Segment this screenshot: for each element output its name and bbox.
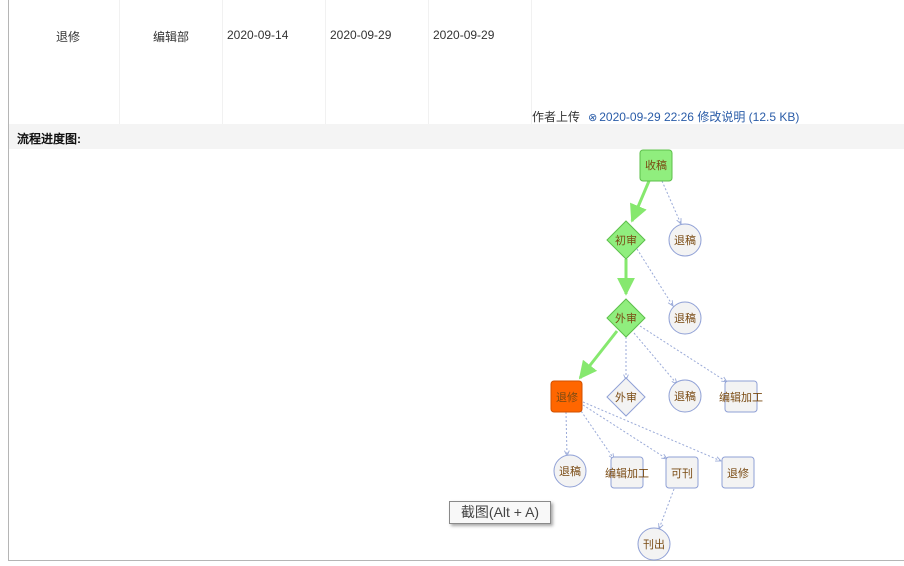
flow-node-edit-process[interactable]: 编辑加工 — [719, 380, 763, 413]
flow-node-reject-1[interactable]: 退稿 — [668, 223, 702, 257]
table-cell-date-3: 2020-09-29 — [429, 0, 532, 124]
flow-node-reject-4[interactable]: 退稿 — [553, 454, 587, 488]
flow-node-external-review[interactable]: 外审 — [606, 298, 646, 338]
edge — [659, 488, 675, 529]
screenshot-tooltip: 截图(Alt + A) — [449, 501, 551, 524]
table-row: 退修 编辑部 2020-09-14 2020-09-29 2020-09-29 — [17, 0, 904, 124]
flow-node-revise-current[interactable]: 退修 — [550, 380, 583, 413]
svg-text:收稿: 收稿 — [645, 158, 667, 172]
svg-text:外审: 外审 — [615, 390, 637, 404]
flow-node-edit-process-2[interactable]: 编辑加工 — [605, 456, 649, 489]
flow-edges-pending — [566, 180, 727, 529]
edge — [661, 180, 681, 224]
edge — [630, 180, 651, 223]
svg-text:退修: 退修 — [556, 390, 578, 404]
edge — [636, 248, 673, 306]
table-cell-status: 退修 — [17, 0, 120, 124]
handler-text: 编辑部 — [152, 30, 189, 44]
edge — [582, 404, 667, 459]
table-cell-date-1: 2020-09-14 — [223, 0, 326, 124]
date-text: 2020-09-29 — [433, 28, 495, 42]
upload-author-label: 作者上传 — [532, 110, 581, 124]
date-text: 2020-09-14 — [227, 28, 289, 42]
flow-node-reject-3[interactable]: 退稿 — [668, 379, 702, 413]
flow-node-published[interactable]: 刊出 — [637, 527, 671, 561]
edge — [639, 325, 727, 382]
svg-text:外审: 外审 — [615, 311, 637, 325]
status-text: 退修 — [55, 30, 80, 44]
attachment-link[interactable]: 2020-09-29 22:26 修改说明 (12.5 KB) — [599, 110, 800, 124]
section-title: 流程进度图: — [17, 132, 81, 146]
edge — [578, 407, 614, 459]
flow-node-initial-review[interactable]: 初审 — [606, 220, 646, 260]
flow-node-revise-2[interactable]: 退修 — [721, 456, 755, 489]
svg-text:退修: 退修 — [727, 466, 749, 480]
upload-info: 作者上传⊕2020-09-29 22:26 修改说明 (12.5 KB) — [532, 108, 799, 125]
svg-text:编辑加工: 编辑加工 — [605, 466, 649, 480]
svg-text:初审: 初审 — [615, 233, 637, 247]
flow-edges-active — [578, 180, 651, 380]
svg-text:退稿: 退稿 — [674, 233, 696, 247]
svg-text:刊出: 刊出 — [643, 537, 665, 551]
svg-text:退稿: 退稿 — [674, 311, 696, 325]
svg-text:退稿: 退稿 — [559, 464, 581, 478]
edge — [566, 411, 567, 456]
edge — [578, 330, 619, 380]
content-frame — [8, 0, 904, 561]
flow-node-reject-2[interactable]: 退稿 — [668, 301, 702, 335]
section-header: 流程进度图: — [9, 124, 904, 149]
date-text: 2020-09-29 — [330, 28, 392, 42]
svg-text:退稿: 退稿 — [674, 389, 696, 403]
flow-node-publishable[interactable]: 可刊 — [665, 456, 699, 489]
edge — [582, 401, 721, 461]
flow-node-receive[interactable]: 收稿 — [639, 149, 673, 182]
table-cell-date-2: 2020-09-29 — [326, 0, 429, 124]
svg-text:可刊: 可刊 — [671, 467, 693, 480]
svg-text:编辑加工: 编辑加工 — [719, 390, 763, 404]
table-cell-handler: 编辑部 — [120, 0, 223, 124]
flow-node-external-review-2[interactable]: 外审 — [606, 377, 646, 417]
edge — [633, 332, 677, 384]
